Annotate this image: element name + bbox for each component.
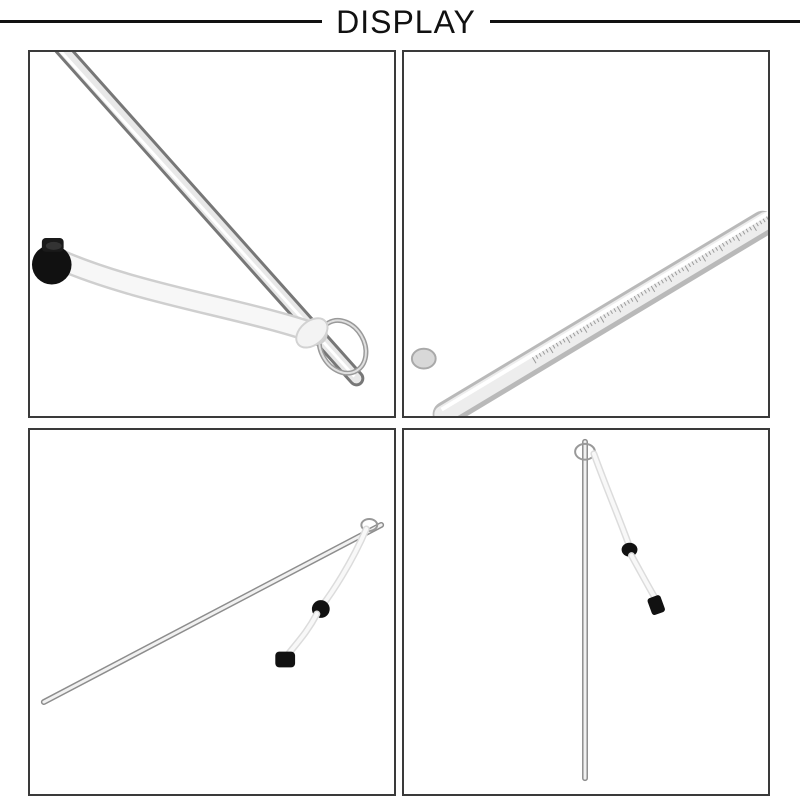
scale-tick <box>610 310 613 315</box>
header-rule-left <box>0 20 322 23</box>
scale-tick <box>647 287 651 292</box>
scale-tick <box>576 330 580 335</box>
scale-tick <box>657 281 661 286</box>
image-panel-handle-ring <box>28 50 396 418</box>
scale-tick <box>569 334 573 339</box>
scale-tick <box>755 222 759 227</box>
scale-tick <box>745 228 749 233</box>
scale-tick <box>654 283 658 288</box>
scale-tick <box>718 244 723 252</box>
scale-tick <box>738 232 742 237</box>
scale-tick <box>549 346 554 354</box>
scale-tick <box>742 230 746 235</box>
scale-tick <box>582 326 588 333</box>
image-panel-full-vertical <box>402 428 770 796</box>
scale-tick <box>535 354 539 359</box>
scale-tick <box>623 302 627 306</box>
scale-tick <box>538 352 542 357</box>
scale-tick <box>586 324 590 329</box>
scale-tick <box>735 234 740 242</box>
scale-tick <box>681 267 685 272</box>
scale-tick <box>688 263 691 268</box>
scale-tick <box>650 285 656 293</box>
scale-tick <box>701 255 707 262</box>
scale-tick <box>640 291 644 296</box>
scale-tick <box>721 242 725 247</box>
scale-tick <box>711 249 715 253</box>
scale-tick <box>620 304 624 308</box>
scale-tick <box>694 259 698 264</box>
header-rule-right <box>490 20 800 23</box>
scale-tick <box>562 338 566 343</box>
scale-tick <box>630 297 634 302</box>
scale-tick <box>616 306 622 313</box>
scale-tick <box>667 275 673 282</box>
scale-tick <box>691 261 695 266</box>
scale-tick <box>552 344 556 349</box>
image-panel-full-diagonal <box>28 428 396 796</box>
scale-tick <box>752 224 757 232</box>
scale-tick <box>545 348 549 353</box>
scale-tick <box>637 293 641 298</box>
rod-diagonal-image <box>40 518 385 705</box>
scale-tick <box>732 236 736 241</box>
scale-tick <box>766 216 768 221</box>
scale-tick <box>555 342 559 347</box>
scale-tick <box>674 271 678 276</box>
scale-tick <box>684 265 690 272</box>
scale-tick <box>715 246 719 251</box>
scale-tick <box>759 220 763 225</box>
scale-tick <box>559 340 563 345</box>
scale-tick <box>660 279 664 284</box>
scale-tick <box>627 299 630 304</box>
scale-tick <box>613 308 617 313</box>
rod-scale-closeup-image <box>410 210 768 416</box>
scale-tick <box>671 273 674 278</box>
page-title: DISPLAY <box>336 4 476 40</box>
scale-tick <box>725 240 729 245</box>
scale-tick <box>708 251 712 255</box>
scale-tick <box>542 350 546 355</box>
scale-tick <box>698 257 702 262</box>
scale-tick <box>572 332 576 337</box>
scale-tick <box>677 269 681 274</box>
scale-tick <box>603 314 607 319</box>
scale-tick <box>728 238 732 243</box>
scale-tick <box>599 316 605 323</box>
scale-tick <box>579 328 583 333</box>
scale-tick <box>664 277 668 282</box>
scale-tick <box>633 295 639 303</box>
scale-tick <box>606 312 610 317</box>
scale-tick <box>749 226 752 231</box>
scale-tick <box>596 318 600 323</box>
rod-vertical-image <box>574 438 665 782</box>
scale-tick <box>593 320 596 325</box>
scale-tick <box>705 253 708 257</box>
image-panel-scale-tip <box>402 50 770 418</box>
scale-tick <box>643 289 647 294</box>
scale-tick <box>589 322 593 327</box>
scale-tick <box>762 218 766 223</box>
scale-tick <box>532 357 537 364</box>
header: DISPLAY <box>0 0 800 46</box>
rod-handle-closeup-image <box>31 52 369 387</box>
scale-tick <box>565 336 571 344</box>
